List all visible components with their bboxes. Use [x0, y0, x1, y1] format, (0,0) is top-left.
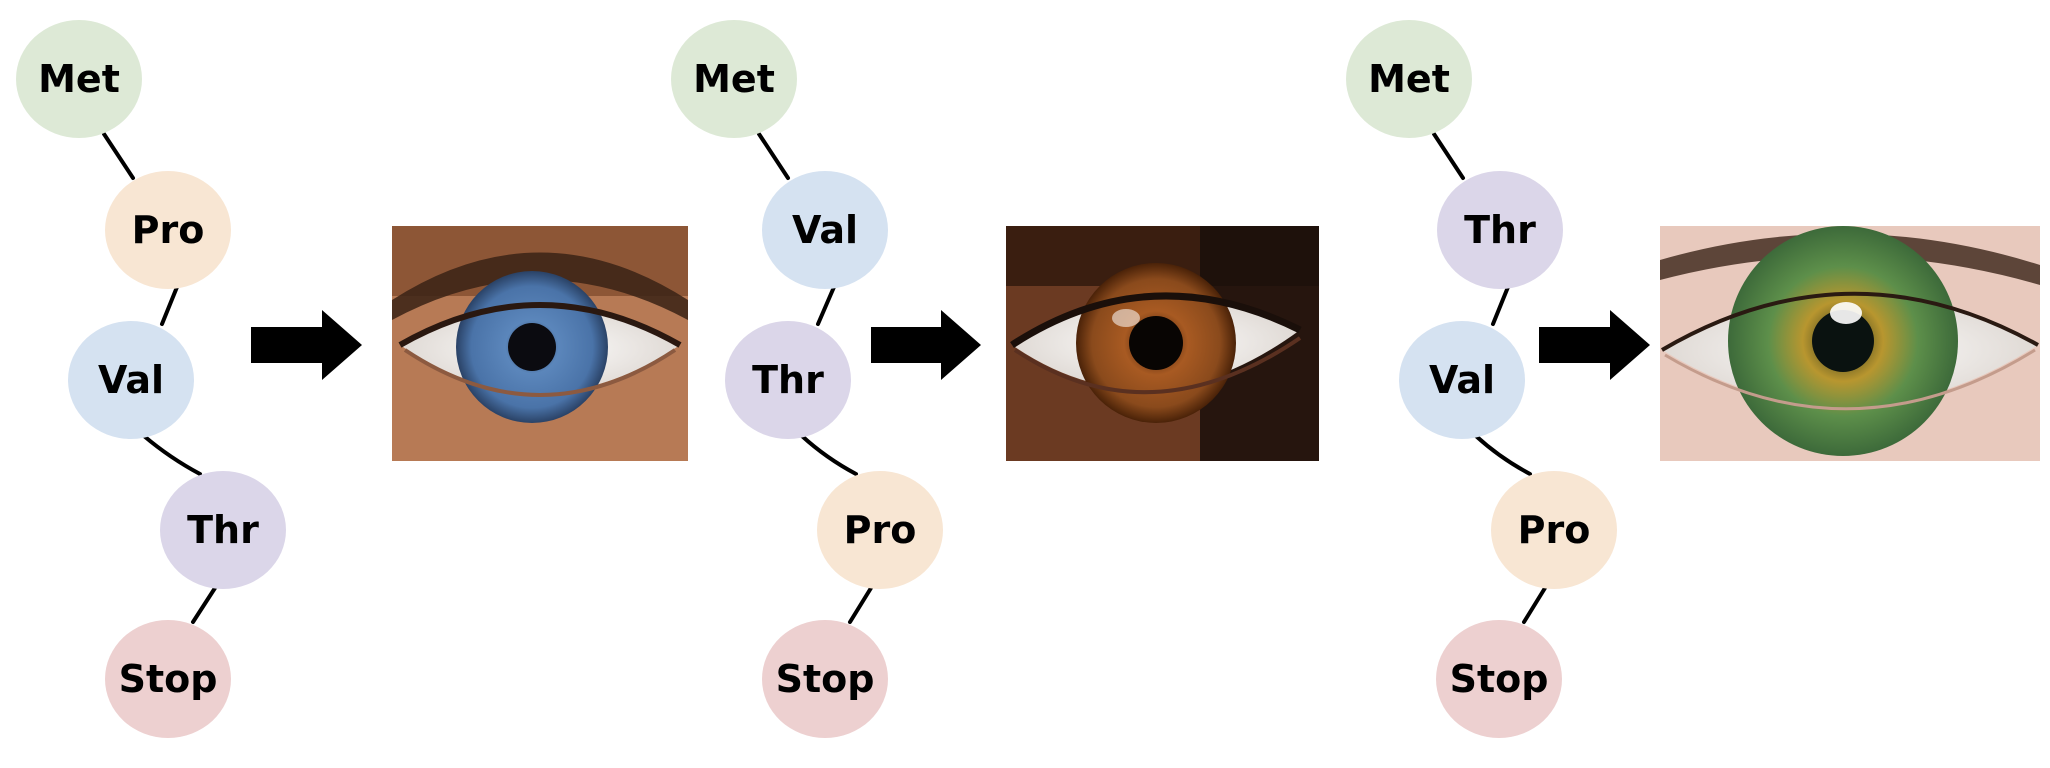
arrow-right-icon [1539, 310, 1650, 380]
node-circle [68, 321, 194, 439]
node-2-1: Met [671, 20, 797, 138]
node-label: Stop [119, 657, 218, 701]
node-circle [1437, 171, 1563, 289]
node-label: Met [1368, 57, 1450, 101]
sequence-tree-2: Met Val Thr Pro Stop [671, 20, 943, 738]
node-circle [105, 620, 231, 738]
node-3-5: Stop [1436, 620, 1562, 738]
edge-1-4 [191, 586, 217, 624]
node-3-3: Val [1399, 321, 1525, 439]
panel-3: Met Thr Val Pro Stop [1346, 20, 2040, 738]
node-2-5: Stop [762, 620, 888, 738]
node-3-1: Met [1346, 20, 1472, 138]
node-circle [762, 171, 888, 289]
arrow-right-icon [251, 310, 362, 380]
eye-image-brown [1006, 226, 1319, 461]
edge-2-2 [816, 285, 836, 326]
node-circle [105, 171, 231, 289]
node-3-4: Pro [1491, 471, 1617, 589]
node-label: Thr [752, 358, 824, 402]
node-label: Val [1429, 358, 1495, 402]
node-circle [725, 321, 851, 439]
edge-1-2 [160, 285, 179, 326]
node-label: Met [693, 57, 775, 101]
node-label: Stop [776, 657, 875, 701]
edge-3-2 [1491, 285, 1510, 326]
node-1-5: Stop [105, 620, 231, 738]
node-2-4: Pro [817, 471, 943, 589]
arrow-right-icon [871, 310, 981, 380]
panel-1: Met Pro Val Thr Stop [16, 20, 688, 738]
node-label: Stop [1450, 657, 1549, 701]
node-label: Pro [844, 508, 917, 552]
sequence-tree-3: Met Thr Val Pro Stop [1346, 20, 1617, 738]
node-label: Met [38, 57, 120, 101]
node-1-4: Thr [160, 471, 286, 589]
node-1-3: Val [68, 321, 194, 439]
node-circle [762, 620, 888, 738]
edge-1-3 [142, 434, 202, 476]
node-circle [1399, 321, 1525, 439]
panel-2: Met Val Thr Pro Stop [671, 20, 1319, 738]
edge-2-4 [848, 586, 873, 624]
node-1-1: Met [16, 20, 142, 138]
node-circle [1346, 20, 1472, 138]
eye-image-blue [392, 226, 688, 461]
edge-3-1 [1432, 132, 1465, 180]
node-2-2: Val [762, 171, 888, 289]
node-label: Thr [1464, 208, 1536, 252]
node-3-2: Thr [1437, 171, 1563, 289]
node-label: Val [792, 208, 858, 252]
eye-image-green [1660, 226, 2040, 461]
node-circle [160, 471, 286, 589]
node-circle [1436, 620, 1562, 738]
edge-1-1 [102, 132, 135, 180]
node-1-2: Pro [105, 171, 231, 289]
edge-3-4 [1522, 586, 1547, 624]
edge-2-3 [800, 434, 858, 476]
node-circle [817, 471, 943, 589]
node-2-3: Thr [725, 321, 851, 439]
node-circle [16, 20, 142, 138]
node-label: Thr [187, 508, 259, 552]
node-circle [1491, 471, 1617, 589]
edge-2-1 [757, 132, 790, 180]
sequence-tree-1: Met Pro Val Thr Stop [16, 20, 286, 738]
node-circle [671, 20, 797, 138]
node-label: Pro [1518, 508, 1591, 552]
edge-3-3 [1474, 434, 1532, 476]
node-label: Val [98, 358, 164, 402]
node-label: Pro [132, 208, 205, 252]
